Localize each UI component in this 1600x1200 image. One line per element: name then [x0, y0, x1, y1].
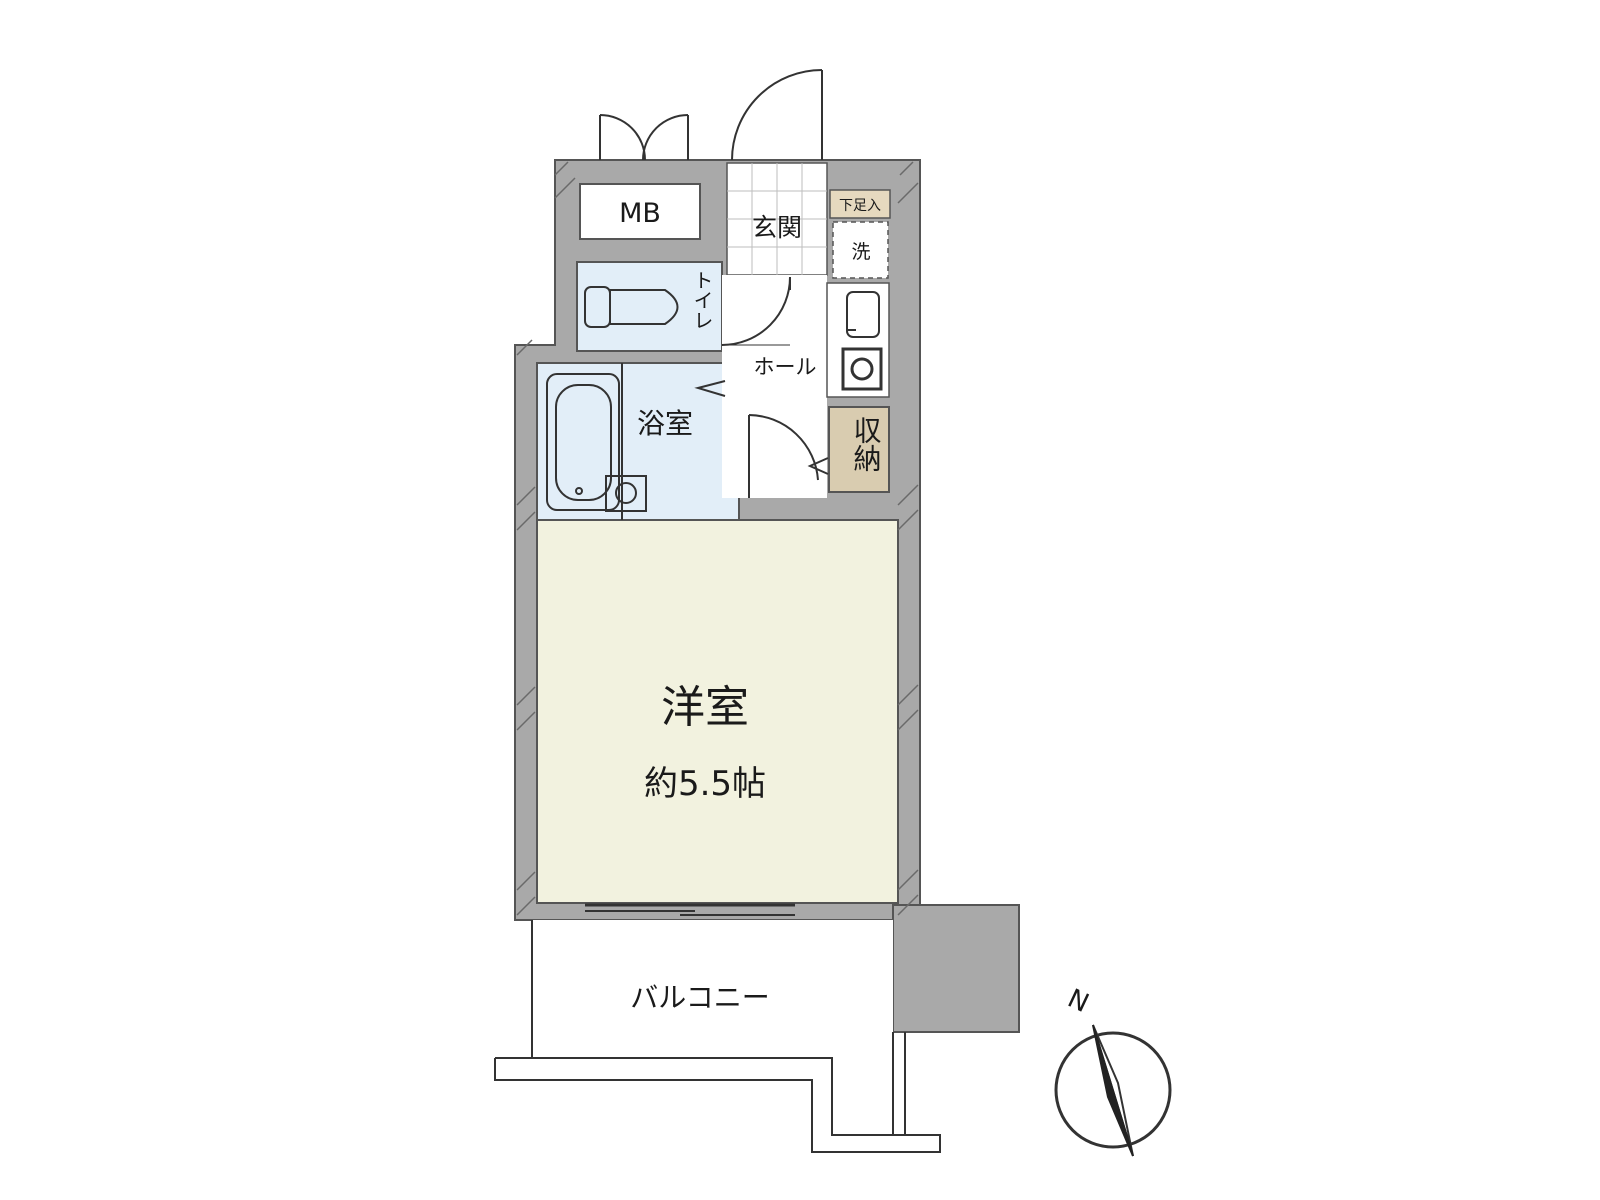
balcony-label: バルコニー	[630, 981, 769, 1014]
geta-area	[829, 189, 891, 219]
western-room-size: 約5.5帖	[644, 764, 766, 804]
compass-north-label: N	[1063, 984, 1093, 1019]
storage-label: 収納	[850, 416, 883, 472]
mb-area	[579, 183, 701, 240]
compass-needle-dark	[1092, 1024, 1134, 1157]
toilet-bowl	[609, 289, 679, 325]
fixtures	[546, 286, 883, 520]
toilet-area	[576, 261, 723, 352]
mb-label: MB	[619, 198, 661, 229]
toilet-label: トイレ	[690, 270, 714, 330]
balcony	[494, 920, 941, 1153]
bathtub	[546, 373, 620, 511]
pillar	[892, 904, 1020, 1033]
bath-label: 浴室	[637, 407, 693, 440]
western-room-label: 洋室	[661, 682, 749, 733]
bathtub-inner	[555, 384, 612, 501]
north-compass: N	[1054, 984, 1172, 1157]
geta-label: 下足入	[839, 198, 881, 214]
storage-area	[828, 406, 890, 493]
laundry-area	[832, 221, 889, 279]
sink	[846, 291, 880, 338]
genkan-tiles	[727, 163, 827, 275]
floor-drain	[605, 475, 647, 512]
wall-hatching	[516, 161, 919, 916]
laundry-label: 洗	[851, 241, 870, 263]
hall-area	[722, 275, 827, 498]
stove	[841, 347, 883, 391]
hall-label: ホール	[754, 355, 817, 379]
doors	[585, 69, 823, 916]
genkan-label: 玄関	[752, 213, 802, 242]
western-room-area	[536, 519, 899, 904]
